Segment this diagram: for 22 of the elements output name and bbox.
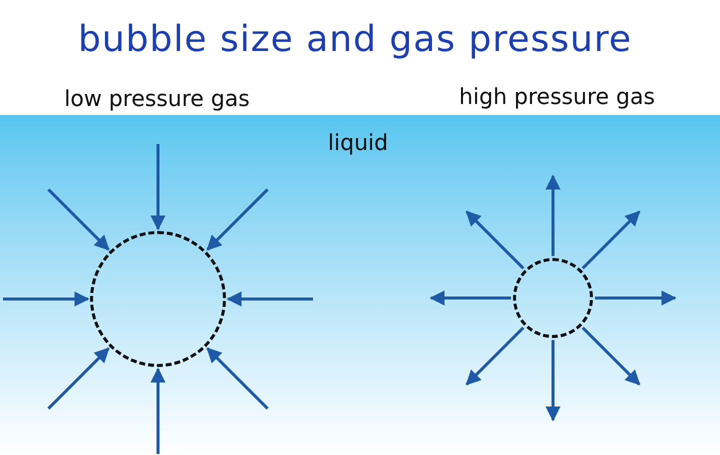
arrow	[595, 290, 676, 306]
arrow	[582, 210, 640, 270]
arrow	[546, 174, 560, 256]
arrow	[150, 368, 166, 454]
label: low pressure gas	[64, 86, 250, 114]
arrow	[466, 210, 524, 270]
arrow	[546, 340, 560, 422]
arrow	[466, 326, 524, 386]
arrow	[226, 292, 313, 306]
arrow	[430, 290, 511, 306]
label: high pressure gas	[459, 84, 655, 112]
arrow	[582, 326, 640, 386]
bubble-outline	[513, 258, 593, 338]
title: bubble size and gas pressure	[77, 18, 633, 62]
arrow	[206, 188, 269, 251]
arrow	[150, 144, 166, 230]
arrow	[206, 347, 269, 410]
label: liquid	[328, 130, 388, 158]
arrow	[47, 188, 110, 251]
arrow	[47, 347, 110, 410]
bubble-outline	[90, 231, 226, 367]
arrow	[3, 292, 90, 306]
